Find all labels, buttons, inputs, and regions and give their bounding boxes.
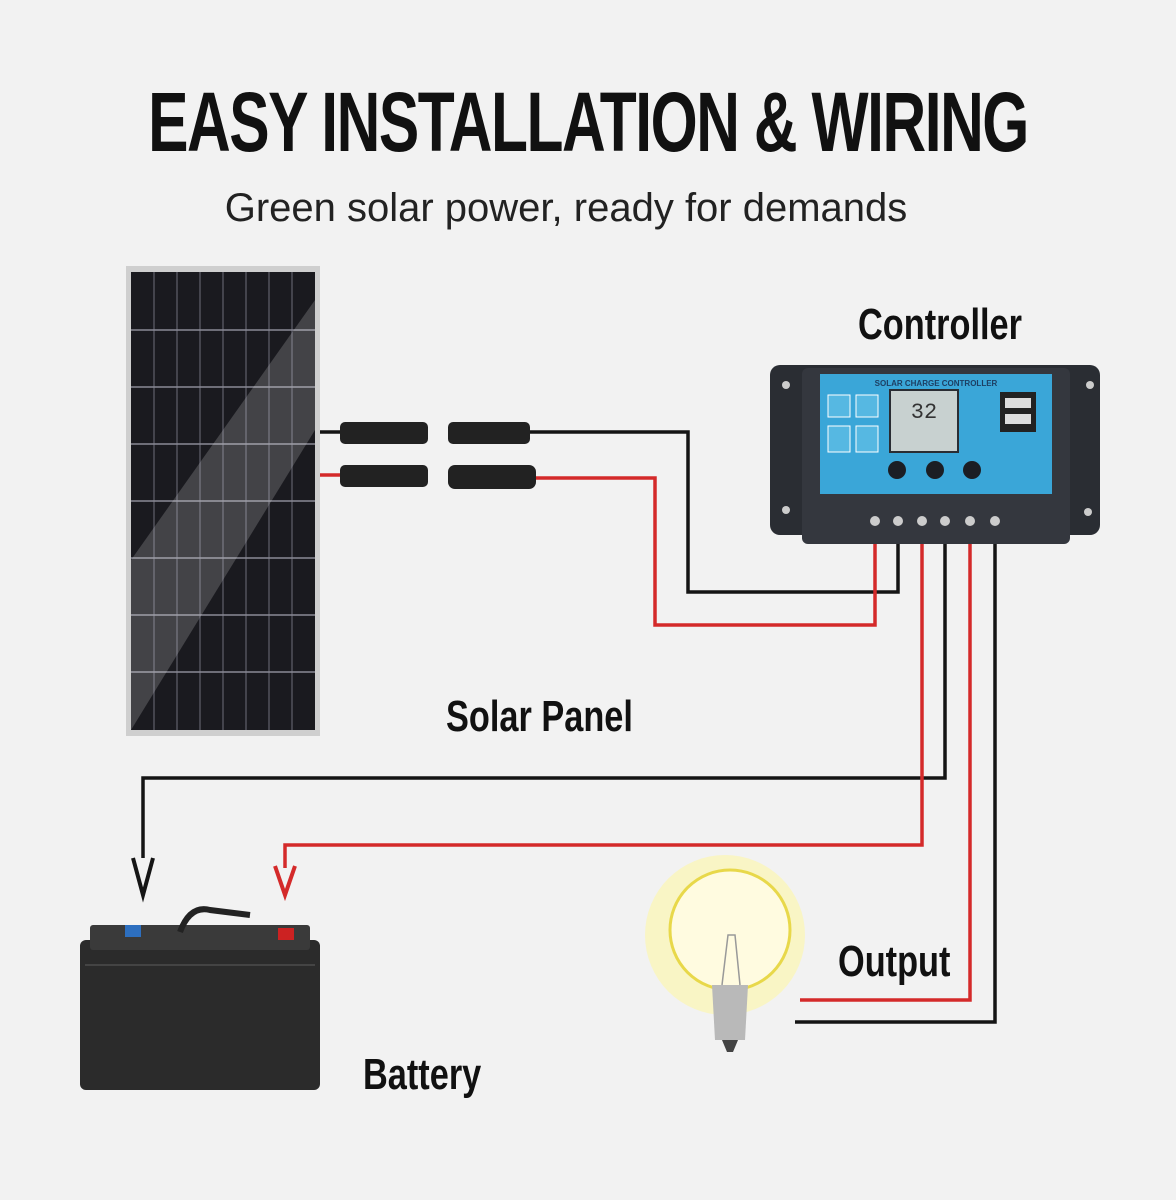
solar-panel	[126, 266, 320, 736]
load-positive-wire	[800, 525, 972, 1002]
solar-panel-label: Solar Panel	[446, 692, 633, 741]
battery	[80, 906, 320, 1090]
controller-label: Controller	[858, 300, 1022, 349]
battery-label: Battery	[363, 1050, 482, 1099]
controller-pv-positive-wire	[535, 476, 877, 627]
light-bulb	[645, 855, 805, 1052]
mc4-connectors	[340, 422, 536, 489]
battery-positive-wire	[283, 525, 924, 868]
controller-display-value: 32	[911, 400, 937, 425]
output-label: Output	[838, 937, 951, 986]
controller-button-plus	[963, 461, 981, 479]
page-title: EASY INSTALLATION & WIRING	[148, 75, 1029, 169]
battery-negative-wire	[141, 525, 947, 858]
load-negative-wire	[795, 525, 997, 1024]
controller-pv-negative-wire	[528, 430, 900, 594]
controller-header-text: SOLAR CHARGE CONTROLLER	[875, 379, 998, 388]
controller-button-menu	[888, 461, 906, 479]
battery-clamps	[131, 857, 297, 903]
controller-button-minus	[926, 461, 944, 479]
page-subtitle: Green solar power, ready for demands	[224, 186, 908, 230]
charge-controller: SOLAR CHARGE CONTROLLER 32	[770, 365, 1100, 544]
wires	[141, 430, 997, 1024]
